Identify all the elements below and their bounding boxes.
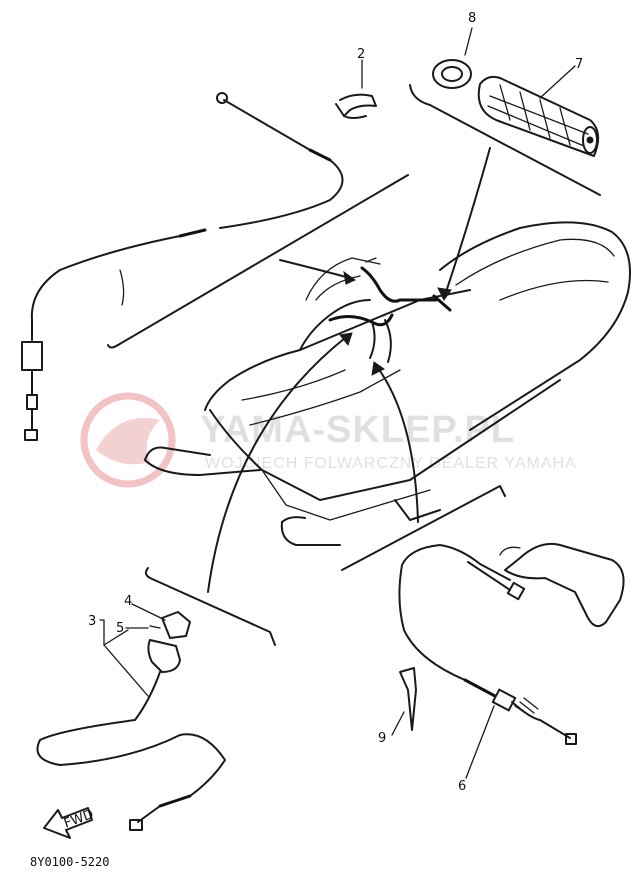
callout-4: 4 — [124, 594, 132, 609]
callout-2: 2 — [357, 47, 365, 62]
callout-8: 8 — [468, 11, 476, 26]
callout-7: 7 — [575, 57, 583, 72]
cable-clip: 2 — [335, 47, 377, 119]
callout-5: 5 — [116, 621, 124, 636]
watermark-logo — [80, 392, 176, 488]
start-switch-cable-assembly: 3 4 5 — [36, 567, 276, 831]
callout-3: 3 — [88, 614, 96, 629]
fwd-label: FWD — [62, 807, 96, 831]
handlebar — [328, 257, 452, 363]
grip-assembly: 8 7 — [409, 11, 601, 196]
watermark-subtitle: WOJCIECH FOLWARCZNY DEALER YAMAHA — [205, 455, 577, 472]
fwd-arrow: FWD — [43, 807, 96, 839]
leader-arrows — [207, 147, 491, 593]
callout-9: 9 — [378, 731, 386, 746]
callout-6: 6 — [458, 779, 466, 794]
watermark-title: YAMA-SKLEP.PL — [200, 409, 515, 451]
jet-ski-body — [144, 221, 631, 546]
throttle-cable-assembly — [21, 92, 409, 441]
watermark: YAMA-SKLEP.PL WOJCIECH FOLWARCZNY DEALER… — [80, 392, 577, 488]
brake-lever-cable-assembly: 9 6 — [341, 485, 625, 794]
drawing-code: 8Y0100-5220 — [30, 855, 109, 869]
